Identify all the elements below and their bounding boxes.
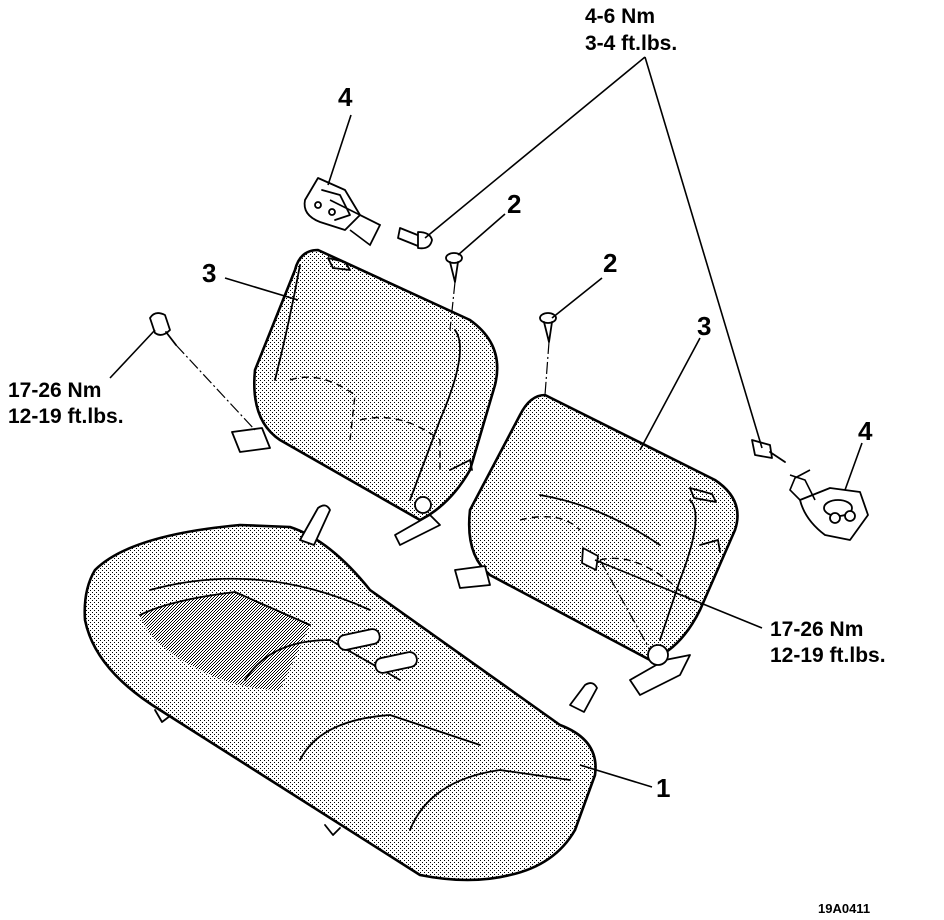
bolt-upper-left [397, 227, 433, 250]
part-label-screw-left: 2 [507, 189, 521, 219]
torque-left-metric: 17-26 Nm [8, 379, 101, 402]
torque-right-metric: 17-26 Nm [770, 618, 863, 641]
bolt-right-upper [751, 439, 786, 463]
part-label-seat-cushion: 1 [656, 773, 670, 803]
seatback-left [231, 248, 499, 546]
torque-top-imperial: 3-4 ft.lbs. [585, 32, 677, 55]
bolt-left [149, 312, 177, 346]
torque-top-metric: 4-6 Nm [585, 5, 655, 28]
leader-lines [109, 56, 863, 788]
hinge-bracket-left [303, 177, 382, 247]
part-label-hinge-right: 4 [858, 416, 873, 446]
torque-left-imperial: 12-19 ft.lbs. [8, 405, 124, 428]
seatback-right [454, 393, 739, 696]
hinge-bracket-right [789, 469, 869, 541]
part-label-seatback-left: 3 [202, 258, 216, 288]
figure-code: 19A0411 [818, 901, 870, 916]
part-label-seatback-right: 3 [697, 311, 711, 341]
part-label-screw-right: 2 [603, 248, 617, 278]
part-label-hinge-left: 4 [338, 82, 353, 112]
torque-right-imperial: 12-19 ft.lbs. [770, 644, 886, 667]
seat-cushion [83, 504, 598, 882]
labels: 4-6 Nm 3-4 ft.lbs. 4 2 2 3 3 4 1 17-26 N… [8, 5, 886, 916]
screw-left [445, 252, 463, 283]
guide-lines [175, 199, 816, 651]
